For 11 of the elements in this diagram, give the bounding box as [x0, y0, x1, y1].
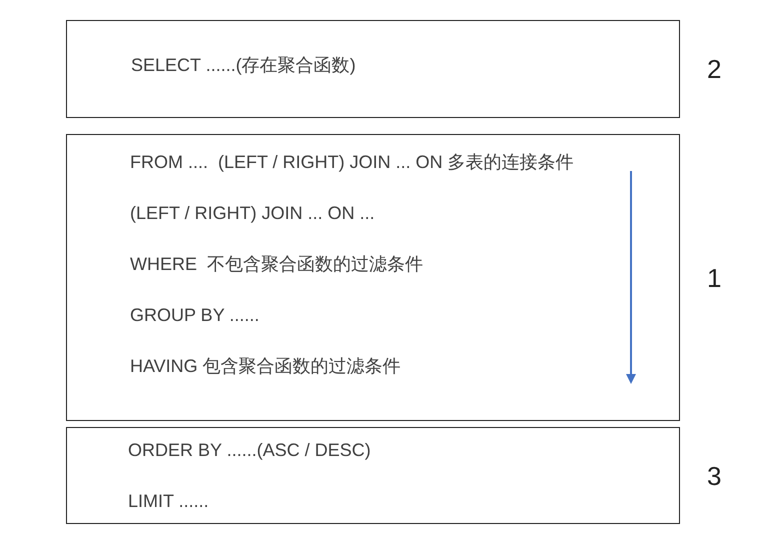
step-number: 1 [707, 262, 722, 292]
sql-clause-text: FROM .... (LEFT / RIGHT) JOIN ... ON 多表的连接条件 [130, 151, 575, 173]
sql-clause-text: GROUP BY ...... [130, 304, 260, 326]
sql-clause-text: HAVING 包含聚合函数的过滤条件 [130, 355, 402, 377]
sql-clause-text: (LEFT / RIGHT) JOIN ... ON ... [130, 202, 376, 224]
sql-clause-text: SELECT ......(存在聚合函数) [131, 54, 357, 76]
sql-clause-text: ORDER BY ......(ASC / DESC) [128, 439, 372, 461]
step-number: 3 [707, 460, 722, 490]
step-number: 2 [707, 54, 722, 84]
sql-clause-text: LIMIT ...... [128, 490, 210, 512]
sql-clause-text: WHERE 不包含聚合函数的过滤条件 [130, 253, 424, 275]
